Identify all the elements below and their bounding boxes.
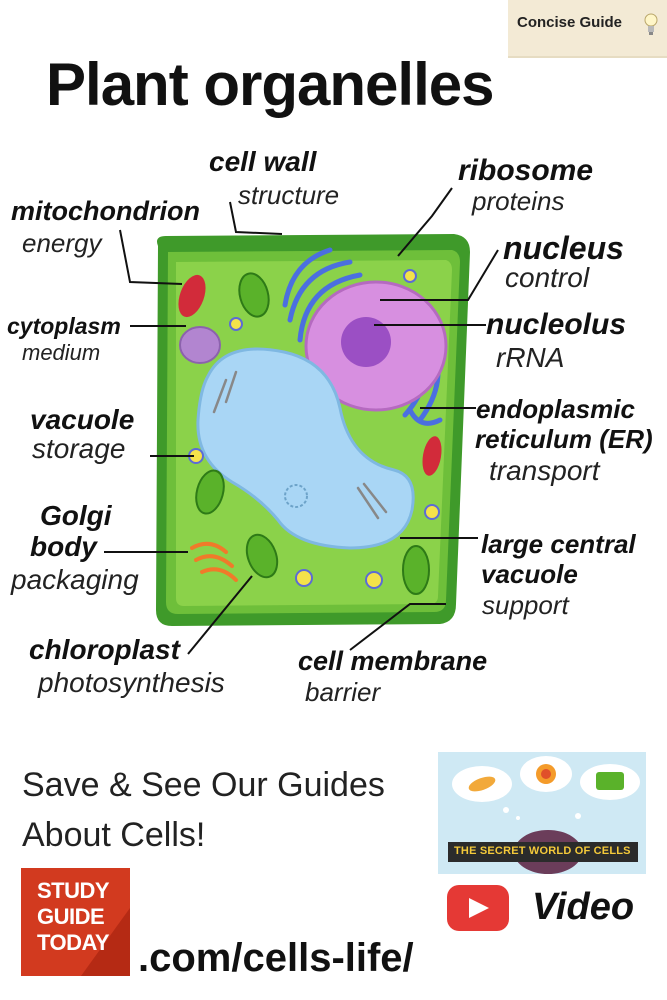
label-nucleolus: nucleolus	[486, 308, 627, 341]
mitochondrion-shape	[178, 274, 206, 318]
cta-line1: Save & See Our Guides	[22, 766, 385, 804]
chloroplast-shapes	[195, 272, 430, 595]
logo-line-study: STUDY	[37, 878, 110, 903]
label-nucleolus-role: rRNA	[496, 342, 565, 373]
label-large-vacuole-line2: vacuole	[481, 559, 578, 589]
thumbnail-banner	[448, 842, 638, 862]
cta-line2: About Cells!	[22, 816, 206, 854]
concise-guide-badge	[508, 0, 667, 58]
play-icon	[469, 898, 489, 918]
label-golgi-line1: Golgi	[40, 500, 112, 531]
badge-label: Concise Guide	[517, 14, 623, 31]
label-ribosome-role: proteins	[472, 186, 565, 216]
label-nucleus-role: control	[505, 262, 590, 293]
page-title: Plant organelles	[46, 51, 494, 118]
thumbnail-title: THE SECRET WORLD OF CELLS	[454, 845, 631, 857]
label-cell-membrane-role: barrier	[305, 677, 381, 707]
mitochondrion-shape	[422, 436, 442, 476]
label-mitochondrion: mitochondrion	[11, 196, 200, 226]
logo-stripe	[81, 908, 130, 976]
study-guide-today-logo[interactable]: STUDY GUIDE TODAY	[21, 868, 130, 976]
label-golgi-line2: body	[30, 531, 97, 562]
logo-line-guide: GUIDE	[37, 904, 105, 929]
label-ribosome: ribosome	[458, 154, 594, 187]
plant-cell-diagram	[104, 187, 499, 655]
label-cell-wall: cell wall	[209, 146, 317, 177]
site-url-link[interactable]: .com/cells-life/	[138, 936, 414, 980]
lightbulb-icon	[644, 13, 658, 35]
label-vacuole: vacuole	[30, 404, 135, 435]
label-mitochondrion-role: energy	[22, 228, 102, 258]
nucleolus-shape	[341, 317, 391, 367]
label-cell-wall-role: structure	[238, 180, 340, 210]
logo-line-today: TODAY	[37, 930, 110, 955]
label-large-vacuole-line1: large central	[481, 529, 636, 559]
label-nucleus: nucleus	[503, 230, 624, 266]
leader-lines	[104, 187, 499, 655]
vacuole-crystal	[284, 484, 308, 508]
label-chloroplast-role: photosynthesis	[38, 667, 225, 698]
golgi-body-shape	[190, 541, 238, 582]
label-vacuole-role: storage	[32, 433, 126, 464]
label-cytoplasm: cytoplasm	[7, 313, 121, 339]
label-er-role: transport	[489, 455, 600, 486]
golgi-purple-shape	[179, 326, 221, 364]
youtube-play-button[interactable]	[447, 885, 509, 931]
label-chloroplast: chloroplast	[29, 634, 180, 665]
label-large-vacuole-role: support	[482, 590, 569, 620]
label-cytoplasm-role: medium	[22, 340, 101, 365]
label-er-line2: reticulum (ER)	[475, 424, 653, 454]
thumbnail-art	[452, 756, 640, 874]
video-label: Video	[532, 886, 635, 928]
label-cell-membrane: cell membrane	[298, 646, 488, 676]
label-golgi-role: packaging	[11, 564, 139, 595]
label-er-line1: endoplasmic	[476, 394, 635, 424]
large-vacuole-shape	[196, 347, 415, 550]
vacuole-crystal-rods	[212, 370, 388, 520]
